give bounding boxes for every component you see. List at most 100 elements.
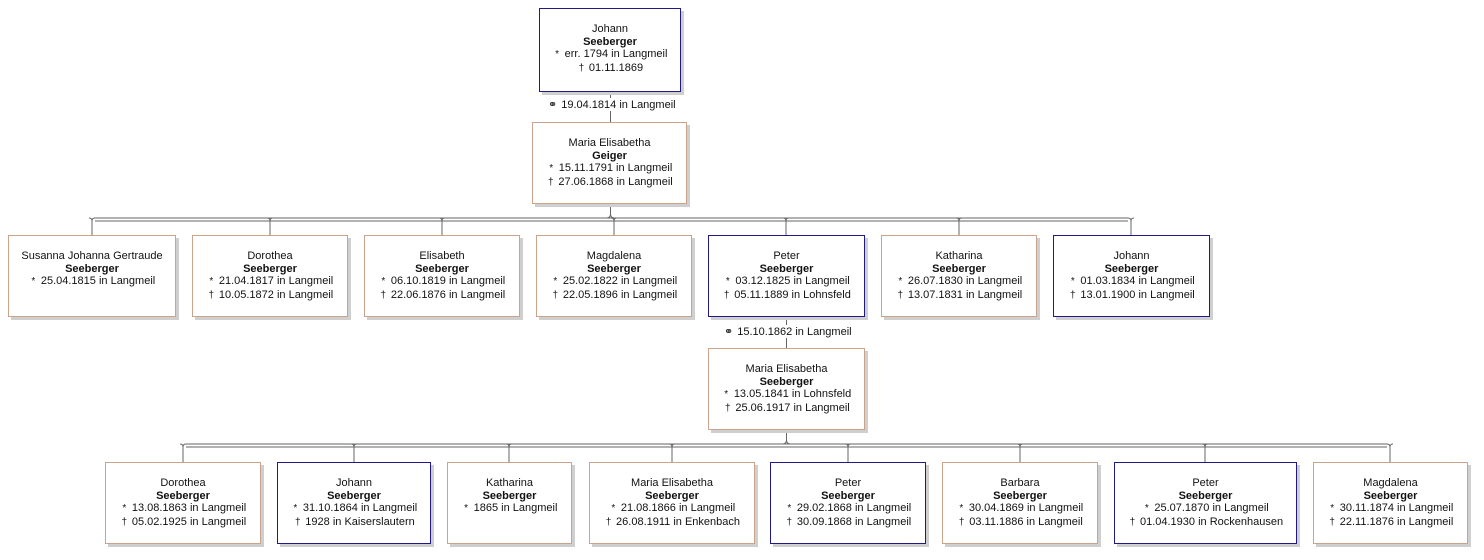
death-symbol-icon: † xyxy=(552,289,559,301)
given-name: Johann xyxy=(335,477,373,489)
death-event: † 25.06.1917 in Langmeil xyxy=(725,401,850,414)
given-name: Maria Elisabetha xyxy=(631,477,713,489)
marriage-rings-icon: ⚭ xyxy=(548,99,557,111)
death-symbol-icon: † xyxy=(1070,289,1076,301)
person-card-grandchild[interactable]: Peter Seeberger * 25.07.1870 in Langmeil… xyxy=(1114,462,1297,544)
person-card-child[interactable]: Dorothea Seeberger * 21.04.1817 in Langm… xyxy=(192,235,348,317)
person-card-grandchild[interactable]: Johann Seeberger * 31.10.1864 in Langmei… xyxy=(277,462,431,544)
person-card-child[interactable]: Elisabeth Seeberger * 06.10.1819 in Lang… xyxy=(364,235,520,317)
birth-symbol-icon: * xyxy=(898,276,903,287)
death-symbol-icon: † xyxy=(121,516,128,528)
person-card-peter-spouse[interactable]: Maria Elisabetha Seeberger * 13.05.1841 … xyxy=(708,348,865,430)
person-card-grandchild[interactable]: Dorothea Seeberger * 13.08.1863 in Langm… xyxy=(105,462,261,544)
person-card-grandchild[interactable]: Maria Elisabetha Seeberger * 21.08.1866 … xyxy=(589,462,755,544)
surname: Seeberger xyxy=(1104,262,1159,275)
birth-symbol-icon: * xyxy=(1330,503,1335,514)
death-symbol-icon: † xyxy=(1129,516,1136,528)
children-bracket-drop-curve-r-6 xyxy=(1130,217,1135,222)
given-name: Susanna Johanna Gertraude xyxy=(21,250,163,262)
surname: Seeberger xyxy=(759,375,814,388)
surname: Seeberger xyxy=(156,489,210,502)
birth-event: * 26.07.1830 in Langmeil xyxy=(882,275,1036,289)
children-bracket-drop-curve-r-4 xyxy=(785,217,790,222)
children-bracket-stem-curve-right xyxy=(610,213,615,219)
person-card-child[interactable]: Katharina Seeberger * 26.07.1830 in Lang… xyxy=(881,235,1037,317)
death-symbol-icon: † xyxy=(725,402,731,414)
given-name: Magdalena xyxy=(586,250,642,262)
birth-event: * 31.10.1864 in Langmeil xyxy=(278,502,430,516)
marriage-rings-icon: ⚭ xyxy=(724,326,733,338)
given-name: Maria Elisabetha xyxy=(745,363,828,375)
birth-event: * 21.04.1817 in Langmeil xyxy=(193,275,347,289)
grandchildren-bracket-stem-curve-left xyxy=(782,439,787,445)
children-bracket-drop-curve-r-0 xyxy=(91,217,96,222)
death-event: † 22.05.1896 in Langmeil xyxy=(552,288,678,301)
death-event: † 05.02.1925 in Langmeil xyxy=(121,515,247,528)
person-card-grandchild[interactable]: Katharina Seeberger * 1865 in Langmeil xyxy=(447,462,572,544)
person-card-root[interactable]: Johann Seeberger * err. 1794 in Langmeil… xyxy=(539,8,681,92)
children-bracket-drop-curve-r-5 xyxy=(958,217,963,222)
given-name: Katharina xyxy=(935,250,983,262)
surname: Seeberger xyxy=(1363,489,1418,502)
grandchildren-bracket-drop-curve-r-4 xyxy=(847,443,852,448)
death-symbol-icon: † xyxy=(380,289,387,301)
death-event: † 22.11.1876 in Langmeil xyxy=(1329,515,1454,528)
death-event: † 01.11.1869 xyxy=(578,61,644,74)
birth-symbol-icon: * xyxy=(549,163,554,174)
person-card-grandchild[interactable]: Peter Seeberger * 29.02.1868 in Langmeil… xyxy=(770,462,926,544)
birth-symbol-icon: * xyxy=(464,503,469,514)
birth-event: * 25.02.1822 in Langmeil xyxy=(537,275,691,289)
given-name: Johann xyxy=(591,23,629,35)
birth-symbol-icon: * xyxy=(611,503,616,514)
surname: Seeberger xyxy=(583,35,637,48)
death-event: † 13.07.1831 in Langmeil xyxy=(897,288,1023,301)
birth-event: * err. 1794 in Langmeil xyxy=(540,48,680,62)
surname: Seeberger xyxy=(993,489,1047,502)
death-event: † 10.05.1872 in Langmeil xyxy=(208,288,334,301)
birth-event: * 25.07.1870 in Langmeil xyxy=(1115,502,1296,516)
death-symbol-icon: † xyxy=(548,176,554,188)
birth-event: * 30.04.1869 in Langmeil xyxy=(943,502,1097,516)
children-bracket-drop-curve-r-2 xyxy=(441,217,446,222)
death-symbol-icon: † xyxy=(786,516,793,528)
death-symbol-icon: † xyxy=(723,289,730,301)
given-name: Magdalena xyxy=(1363,477,1418,489)
death-symbol-icon: † xyxy=(958,516,965,528)
grandchildren-bracket-drop-curve-r-7 xyxy=(1389,443,1394,448)
given-name: Maria Elisabetha xyxy=(568,137,651,149)
grandchildren-bracket-drop-curve-r-3 xyxy=(671,443,676,448)
person-card-grandchild[interactable]: Barbara Seeberger * 30.04.1869 in Langme… xyxy=(942,462,1098,544)
children-bracket-drop-curve-r-1 xyxy=(269,217,274,222)
birth-symbol-icon: * xyxy=(555,49,560,60)
person-card-child[interactable]: Johann Seeberger * 01.03.1834 in Langmei… xyxy=(1053,235,1210,317)
surname: Seeberger xyxy=(243,262,297,275)
birth-event: * 21.08.1866 in Langmeil xyxy=(590,502,754,516)
surname: Seeberger xyxy=(645,489,699,502)
person-card-root-spouse[interactable]: Maria Elisabetha Geiger * 15.11.1791 in … xyxy=(532,122,687,204)
given-name: Dorothea xyxy=(160,477,206,489)
marriage-label-root: ⚭19.04.1814 in Langmeil xyxy=(546,98,678,111)
death-event: † 22.06.1876 in Langmeil xyxy=(380,288,506,301)
surname: Seeberger xyxy=(1178,489,1233,502)
person-card-grandchild[interactable]: Magdalena Seeberger * 30.11.1874 in Lang… xyxy=(1313,462,1468,544)
person-card-child[interactable]: Susanna Johanna Gertraude Seeberger * 25… xyxy=(8,235,176,317)
birth-event: * 13.05.1841 in Lohnsfeld xyxy=(709,388,864,402)
children-bracket-stem-curve-left xyxy=(606,213,611,219)
given-name: Peter xyxy=(773,250,800,262)
grandchildren-bracket-drop-curve-r-6 xyxy=(1204,443,1209,448)
given-name: Barbara xyxy=(1000,477,1040,489)
given-name: Peter xyxy=(1192,477,1219,489)
given-name: Peter xyxy=(834,477,862,489)
birth-symbol-icon: * xyxy=(724,389,729,400)
death-symbol-icon: † xyxy=(578,62,585,74)
death-event: † 1928 in Kaiserslautern xyxy=(294,515,415,528)
person-card-child[interactable]: Magdalena Seeberger * 25.02.1822 in Lang… xyxy=(536,235,692,317)
given-name: Dorothea xyxy=(247,250,293,262)
person-card-child-peter[interactable]: Peter Seeberger * 03.12.1825 in Langmeil… xyxy=(708,235,865,317)
death-event: † 01.04.1930 in Rockenhausen xyxy=(1129,515,1284,528)
surname: Seeberger xyxy=(415,262,469,275)
birth-event: * 15.11.1791 in Langmeil xyxy=(533,162,686,176)
death-event: † 27.06.1868 in Langmeil xyxy=(548,175,673,188)
children-bracket-drop-curve-r-3 xyxy=(613,217,618,222)
